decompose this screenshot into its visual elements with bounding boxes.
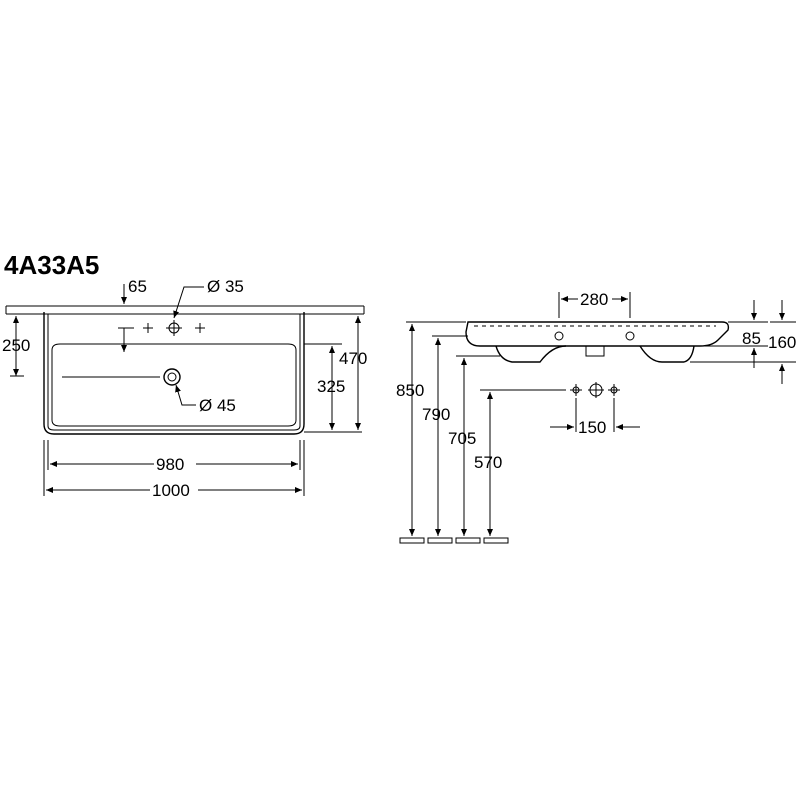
dim-height-850: 850 — [396, 381, 424, 400]
product-code: 4A33A5 — [4, 250, 99, 280]
dim-tap-spacing: 150 — [578, 418, 606, 437]
basin-foot-left — [495, 345, 567, 363]
waste-hole — [163, 368, 181, 386]
dim-body-height: 160 — [768, 333, 796, 352]
dim-height-705: 705 — [448, 429, 476, 448]
basin-profile — [465, 321, 730, 347]
basin-foot-right — [639, 345, 695, 363]
basin-outline — [43, 312, 305, 435]
dim-hole-spacing: 280 — [580, 290, 608, 309]
inner-bowl — [51, 343, 297, 427]
side-hole-left — [554, 331, 564, 341]
dim-height-790: 790 — [422, 405, 450, 424]
dim-edge-to-tap: 250 — [2, 336, 30, 355]
waste-outlet — [585, 345, 605, 357]
dim-basin-depth-inner: 325 — [317, 377, 345, 396]
dim-tap-hole: Ø 35 — [207, 277, 244, 296]
tap-hole-marker-right — [195, 323, 205, 333]
dim-inner-width: 980 — [156, 455, 184, 474]
tap-hole-marker-left — [143, 323, 153, 333]
floor-line — [399, 537, 509, 544]
dim-rim-height: 85 — [742, 329, 761, 348]
tap-hole-group — [570, 382, 620, 398]
dim-waste-hole: Ø 45 — [199, 396, 236, 415]
side-view: 280 85 160 150 85 — [396, 290, 796, 544]
side-hole-right — [625, 331, 635, 341]
dim-tap-offset: 65 — [128, 277, 147, 296]
dim-total-width: 1000 — [152, 481, 190, 500]
dim-height-570: 570 — [474, 453, 502, 472]
dim-depth-total: 470 — [339, 349, 367, 368]
top-view: 65 Ø 35 Ø 45 250 325 470 980 1000 — [2, 277, 367, 500]
